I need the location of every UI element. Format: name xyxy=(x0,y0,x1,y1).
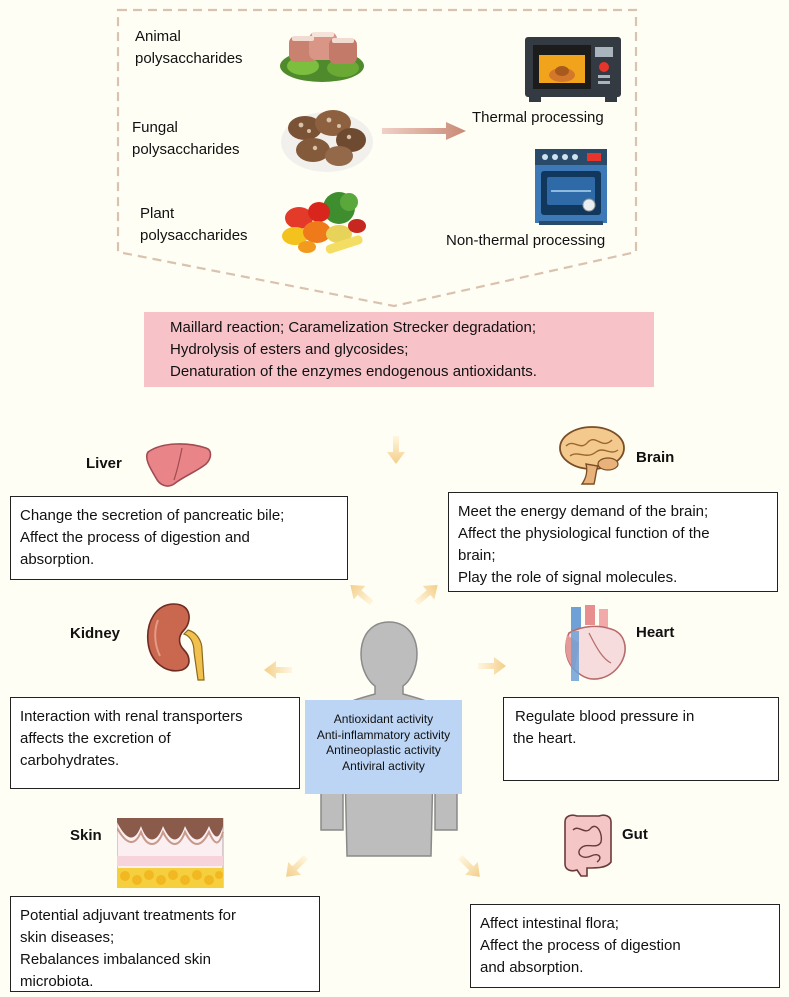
effect-line: Affect the physiological function of the xyxy=(458,525,710,542)
effect-line: the heart. xyxy=(513,730,577,747)
skin-layers-icon xyxy=(117,818,224,888)
arrow-down-icon xyxy=(387,436,405,464)
organ-name-skin: Skin xyxy=(70,827,102,844)
bioactivity-box: Antioxidant activity Anti-inflammatory a… xyxy=(305,700,462,794)
heart-effect-box: Regulate blood pressure in the heart. xyxy=(503,697,779,781)
organ-name-brain: Brain xyxy=(636,449,675,466)
activity-item: Antineoplastic activity xyxy=(326,743,441,757)
effect-line: skin diseases; xyxy=(20,929,115,946)
heart-icon xyxy=(565,605,626,681)
activity-item: Antiviral activity xyxy=(342,758,425,773)
effect-line: Interaction with renal transporters xyxy=(20,708,243,725)
reactions-box: Maillard reaction; Caramelization Streck… xyxy=(144,312,654,387)
effect-line: Affect intestinal flora; xyxy=(480,915,619,932)
effect-line: Affect the process of digestion xyxy=(480,937,681,954)
effect-line: Meet the energy demand of the brain; xyxy=(458,503,709,520)
liver-icon xyxy=(145,443,212,487)
activity-item: Antioxidant activity xyxy=(333,712,434,726)
thermal-processing-label: Thermal processing xyxy=(472,109,604,126)
arrow-to-kidney-icon xyxy=(264,661,292,679)
kidney-icon xyxy=(147,603,205,681)
effect-line: affects the excretion of xyxy=(20,730,171,747)
reaction-line: Denaturation of the enzymes endogenous a… xyxy=(170,363,537,380)
kidney-effect-box: Interaction with renal transporters affe… xyxy=(10,697,300,789)
arrow-to-skin-icon xyxy=(279,850,313,884)
effect-line: Rebalances imbalanced skin xyxy=(20,951,211,968)
effect-line: absorption. xyxy=(20,551,95,568)
reaction-line: Maillard reaction; Caramelization Streck… xyxy=(170,319,537,336)
reaction-line: Hydrolysis of esters and glycosides; xyxy=(170,341,409,358)
effect-line: Play the role of signal molecules. xyxy=(458,569,678,586)
meat-icon xyxy=(280,32,364,82)
oven-icon xyxy=(535,149,607,225)
effect-line: and absorption. xyxy=(480,959,584,976)
brain-effect-box: Meet the energy demand of the brain; Aff… xyxy=(448,492,778,592)
effect-line: brain; xyxy=(458,547,496,564)
effect-line: Regulate blood pressure in xyxy=(515,708,695,725)
processing-arrow xyxy=(382,122,466,140)
effect-line: Change the secretion of pancreatic bile; xyxy=(20,507,285,524)
gut-effect-box: Affect intestinal flora; Affect the proc… xyxy=(470,904,780,988)
arrow-to-heart-icon xyxy=(478,657,506,675)
skin-effect-box: Potential adjuvant treatments for skin d… xyxy=(10,896,320,992)
microwave-icon xyxy=(525,37,621,102)
intestine-icon xyxy=(564,814,612,877)
organ-name-gut: Gut xyxy=(622,826,648,843)
effect-line: Affect the process of digestion and xyxy=(20,529,250,546)
effect-line: microbiota. xyxy=(20,973,94,990)
vegetables-icon xyxy=(282,192,366,254)
arrow-to-brain-icon xyxy=(410,578,444,610)
organ-name-kidney: Kidney xyxy=(70,625,121,642)
liver-effect-box: Change the secretion of pancreatic bile;… xyxy=(10,496,348,580)
organ-name-heart: Heart xyxy=(636,624,675,641)
effect-line: carbohydrates. xyxy=(20,752,120,769)
brain-icon xyxy=(559,426,625,485)
effect-line: Potential adjuvant treatments for xyxy=(20,907,236,924)
organ-name-liver: Liver xyxy=(86,455,122,472)
arrow-to-liver-icon xyxy=(344,578,378,610)
processing-region-outline xyxy=(116,8,638,308)
activity-item: Anti-inflammatory activity xyxy=(316,727,451,742)
non-thermal-processing-label: Non-thermal processing xyxy=(446,232,606,249)
mushroom-icon xyxy=(281,110,373,172)
